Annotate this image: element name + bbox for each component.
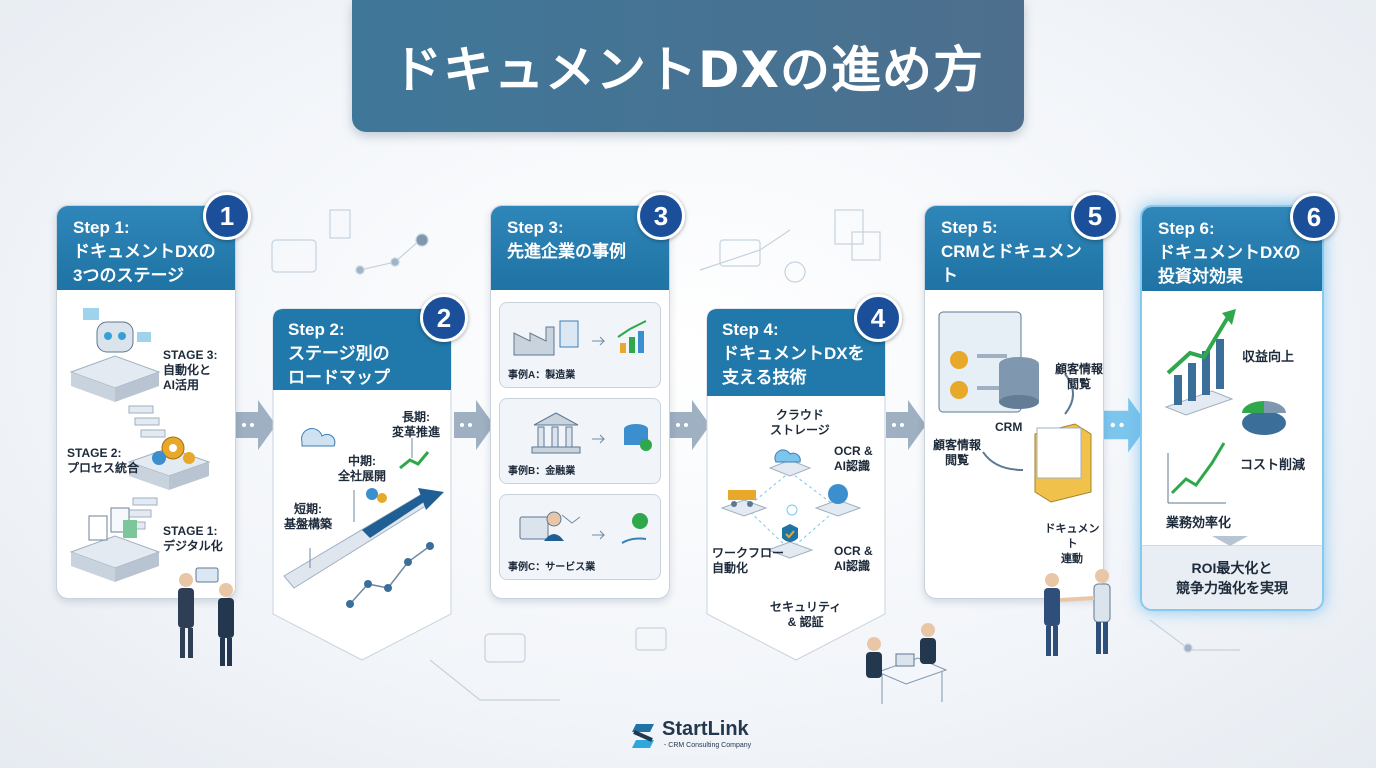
roadmap-illustration — [283, 428, 444, 608]
step-3-badge: 3 — [637, 192, 685, 240]
step-1-badge: 1 — [203, 192, 251, 240]
step-card-6: Step 6: ドキュメントDXの 投資対効果 収益向上 コスト削減 業務効率化… — [1140, 193, 1338, 611]
case-c-panel: 事例C：サービス業 — [499, 494, 661, 580]
step-5-badge: 5 — [1071, 192, 1119, 240]
crm-label: CRM — [995, 420, 1023, 434]
business-people-illustration-1 — [178, 567, 234, 666]
short-term-label: 短期: 基盤構築 — [284, 502, 333, 531]
step-4-badge: 4 — [854, 294, 902, 342]
stage-2-label: STAGE 2: プロセス統合 — [67, 446, 140, 475]
company-logo: StartLink - CRM Consulting Company — [628, 718, 758, 758]
flow-arrow-1 — [236, 400, 276, 450]
efficiency-label: 業務効率化 — [1166, 515, 1232, 530]
logo-tagline: - CRM Consulting Company — [664, 742, 752, 749]
step-card-4: Step 4: ドキュメントDXを 支える技術 クラウド ストレージ OCR &… — [706, 294, 902, 662]
customer-info-label-bottom: 顧客情報 閲覧 — [933, 438, 982, 467]
logo-mark-icon — [632, 724, 654, 748]
step-card-3: Step 3: 先進企業の事例 事例A：製造業 事例B：金融業 — [490, 192, 685, 599]
step-2-title-line1: ステージ別の — [288, 344, 390, 363]
step-5-header: Step 5: CRMとドキュメント DXの統合 — [925, 206, 1103, 309]
step-6-title-line1: ドキュメントDXの — [1158, 243, 1301, 262]
step-4-title-line2: 支える技術 — [722, 368, 807, 387]
stage-1-label: STAGE 1: デジタル化 — [163, 524, 223, 553]
case-b-panel: 事例B：金融業 — [499, 398, 661, 484]
document-link-label: ドキュメント 連動 — [1044, 523, 1100, 565]
step-6-title-line2: 投資対効果 — [1158, 267, 1243, 286]
bank-icon — [531, 412, 652, 454]
step-4-header: Step 4: ドキュメントDXを 支える技術 — [722, 318, 865, 390]
roi-summary: ROI最大化と 競争力強化を実現 — [1142, 536, 1322, 609]
case-a-panel: 事例A：製造業 — [499, 302, 661, 388]
handshake-illustration — [1044, 569, 1111, 656]
customer-info-label-top: 顧客情報 閲覧 — [1055, 362, 1104, 391]
flow-arrow-5 — [1104, 397, 1148, 453]
step-2-label: Step 2: — [288, 320, 345, 339]
security-auth-label: セキュリティ & 認証 — [770, 600, 842, 629]
step-5-title-line1: CRMとドキュメント — [941, 242, 1082, 285]
step-3-label: Step 3: — [507, 218, 564, 237]
step-2-header: Step 2: ステージ別の ロードマップ — [288, 318, 390, 390]
tech-hub-illustration — [720, 449, 862, 559]
case-a-label: 事例A：製造業 — [508, 370, 576, 381]
mid-term-label: 中期: 全社展開 — [338, 454, 387, 483]
meeting-table-illustration — [866, 623, 948, 704]
factory-icon — [513, 320, 647, 356]
step-6-label: Step 6: — [1158, 219, 1215, 238]
logo-name: StartLink — [662, 718, 749, 740]
roi-down-arrow — [1212, 536, 1248, 546]
step-1-title-line1: ドキュメントDXの — [73, 242, 216, 261]
flow-arrow-3 — [670, 400, 710, 450]
step-1-label: Step 1: — [73, 218, 130, 237]
case-c-label: 事例C：サービス業 — [508, 562, 596, 573]
step-6-header: Step 6: ドキュメントDXの 投資対効果 — [1142, 207, 1322, 291]
page-title: ドキュメントDXの進め方 — [391, 41, 985, 99]
step-4-label: Step 4: — [722, 320, 779, 339]
flow-arrow-4 — [886, 400, 926, 450]
support-agent-icon — [519, 511, 648, 544]
ocr-ai-label-top: OCR & AI認識 — [834, 444, 873, 473]
title-banner: ドキュメントDXの進め方 — [352, 0, 1024, 132]
stage-3-label: STAGE 3: 自動化と AI活用 — [163, 348, 218, 392]
flow-arrow-2 — [454, 400, 494, 450]
stage-platforms-illustration — [69, 308, 211, 582]
step-6-badge: 6 — [1290, 193, 1338, 241]
cost-reduction-label: コスト削減 — [1240, 457, 1306, 472]
step-3-title: 先進企業の事例 — [507, 242, 626, 261]
step-4-title-line1: ドキュメントDXを — [722, 344, 865, 363]
case-b-label: 事例B：金融業 — [508, 466, 576, 477]
roi-charts-illustration — [1164, 309, 1286, 504]
step-4-card-shape — [706, 308, 886, 661]
step-card-5: Step 5: CRMとドキュメント DXの統合 顧客情報 閲覧 CRM 顧客情… — [924, 192, 1119, 599]
crm-integration-illustration — [938, 311, 1092, 503]
ocr-ai-label-bottom: OCR & AI認識 — [834, 544, 873, 573]
roi-summary-text: ROI最大化と 競争力強化を実現 — [1176, 560, 1288, 596]
long-term-label: 長期: 変革推進 — [392, 410, 441, 439]
step-5-label: Step 5: — [941, 218, 998, 237]
step-5-title-line2: DXの統合 — [941, 290, 1016, 309]
workflow-automation-label: ワークフロー 自動化 — [712, 546, 785, 575]
step-2-badge: 2 — [420, 294, 468, 342]
step-2-title-line2: ロードマップ — [288, 368, 390, 387]
step-card-1: Step 1: ドキュメントDXの 3つのステージ STAGE 3: 自動化と … — [56, 192, 251, 599]
revenue-growth-label: 収益向上 — [1242, 349, 1295, 364]
step-card-2: Step 2: ステージ別の ロードマップ 長期: 変革推進 中期: 全社展開 … — [272, 294, 468, 662]
cloud-storage-label: クラウド ストレージ — [770, 408, 830, 437]
step-1-title-line2: 3つのステージ — [73, 266, 185, 285]
